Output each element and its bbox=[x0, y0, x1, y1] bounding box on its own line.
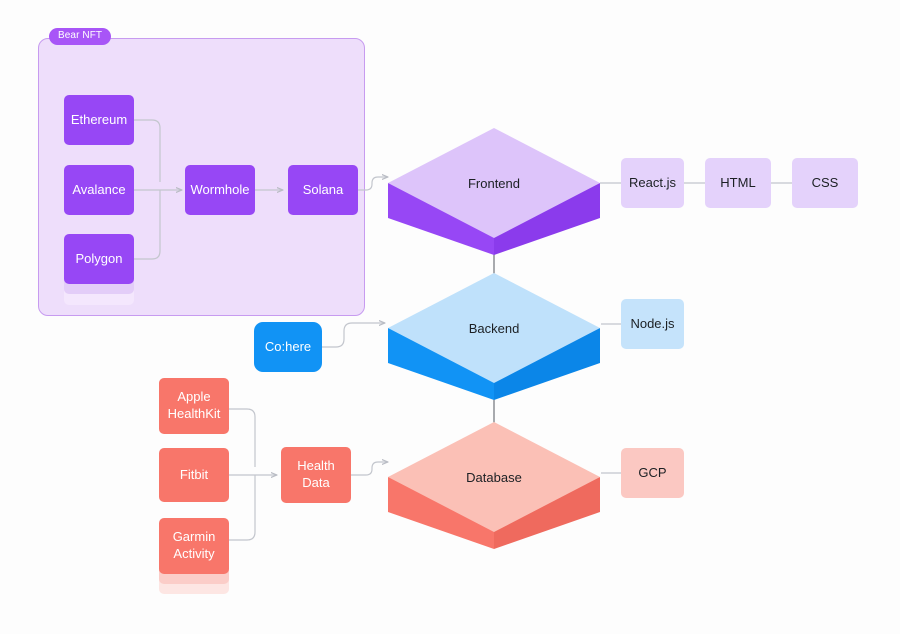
node-reactjs[interactable]: React.js bbox=[621, 158, 684, 208]
slab-backend[interactable]: Backend bbox=[388, 273, 600, 401]
node-ethereum[interactable]: Ethereum bbox=[64, 95, 134, 145]
slab-backend-shape bbox=[388, 273, 600, 400]
node-html[interactable]: HTML bbox=[705, 158, 771, 208]
node-wormhole[interactable]: Wormhole bbox=[185, 165, 255, 215]
slab-database[interactable]: Database bbox=[388, 422, 600, 550]
node-css[interactable]: CSS bbox=[792, 158, 858, 208]
node-gcp-label: GCP bbox=[638, 464, 667, 480]
bear-nft-group-tag: Bear NFT bbox=[49, 28, 112, 45]
slab-frontend-shape bbox=[388, 128, 600, 255]
node-garmin-activity[interactable]: Garmin Activity bbox=[159, 518, 229, 574]
node-reactjs-label: React.js bbox=[629, 174, 676, 190]
node-nodejs[interactable]: Node.js bbox=[621, 299, 684, 349]
node-gcp[interactable]: GCP bbox=[621, 448, 684, 498]
node-ethereum-label: Ethereum bbox=[70, 111, 128, 127]
node-css-label: CSS bbox=[811, 174, 839, 190]
node-html-label: HTML bbox=[720, 174, 756, 190]
slab-database-shape bbox=[388, 422, 600, 549]
node-apple-healthkit-label: Apple HealthKit bbox=[167, 389, 221, 421]
node-fitbit[interactable]: Fitbit bbox=[159, 448, 229, 502]
slab-frontend[interactable]: Frontend bbox=[388, 128, 600, 256]
node-fitbit-label: Fitbit bbox=[179, 466, 209, 482]
node-health-data-label: Health Data bbox=[297, 458, 335, 490]
node-health-data[interactable]: Health Data bbox=[281, 447, 351, 503]
node-avalance[interactable]: Avalance bbox=[64, 165, 134, 215]
node-polygon[interactable]: Polygon bbox=[64, 234, 134, 284]
node-solana-label: Solana bbox=[302, 181, 344, 197]
node-cohere[interactable]: Co:here bbox=[254, 322, 322, 372]
node-solana[interactable]: Solana bbox=[288, 165, 358, 215]
node-garmin-activity-label: Garmin Activity bbox=[172, 529, 216, 561]
node-cohere-label: Co:here bbox=[264, 338, 312, 354]
node-wormhole-label: Wormhole bbox=[190, 181, 250, 197]
node-apple-healthkit[interactable]: Apple HealthKit bbox=[159, 378, 229, 434]
node-avalance-label: Avalance bbox=[72, 181, 126, 197]
node-nodejs-label: Node.js bbox=[630, 315, 675, 331]
node-polygon-label: Polygon bbox=[75, 250, 123, 266]
